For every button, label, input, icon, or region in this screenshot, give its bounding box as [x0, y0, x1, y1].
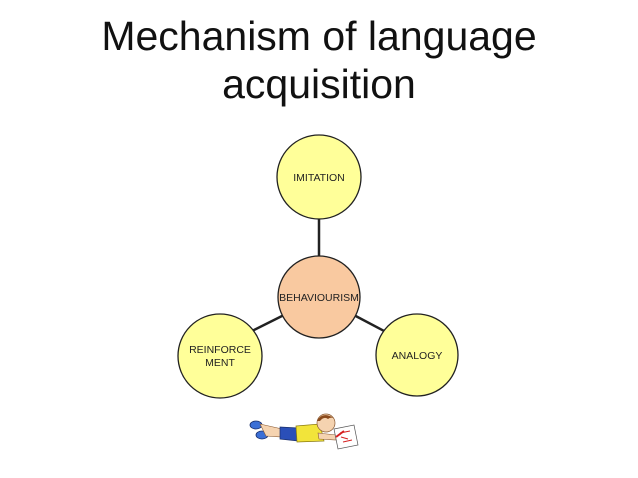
node-analogy: ANALOGY: [375, 313, 459, 397]
node-reinforcement-label-line-2: MENT: [205, 357, 235, 369]
title-line-2: acquisition: [222, 61, 416, 107]
node-reinforcement: REINFORCE MENT: [177, 313, 263, 399]
node-imitation-label: IMITATION: [293, 172, 345, 184]
node-reinforcement-label-line-1: REINFORCE: [189, 344, 251, 356]
connector-analogy: [349, 311, 387, 334]
node-analogy-label: ANALOGY: [392, 350, 443, 362]
title-line-1: Mechanism of language: [101, 13, 537, 59]
node-imitation: IMITATION: [276, 134, 362, 220]
node-behaviourism-label: BEHAVIOURISM: [279, 292, 359, 304]
connector-reinforcement: [249, 311, 289, 334]
child-drawing-icon: [249, 413, 359, 450]
node-behaviourism: BEHAVIOURISM: [277, 255, 361, 339]
slide-title: Mechanism of language acquisition: [0, 12, 638, 108]
